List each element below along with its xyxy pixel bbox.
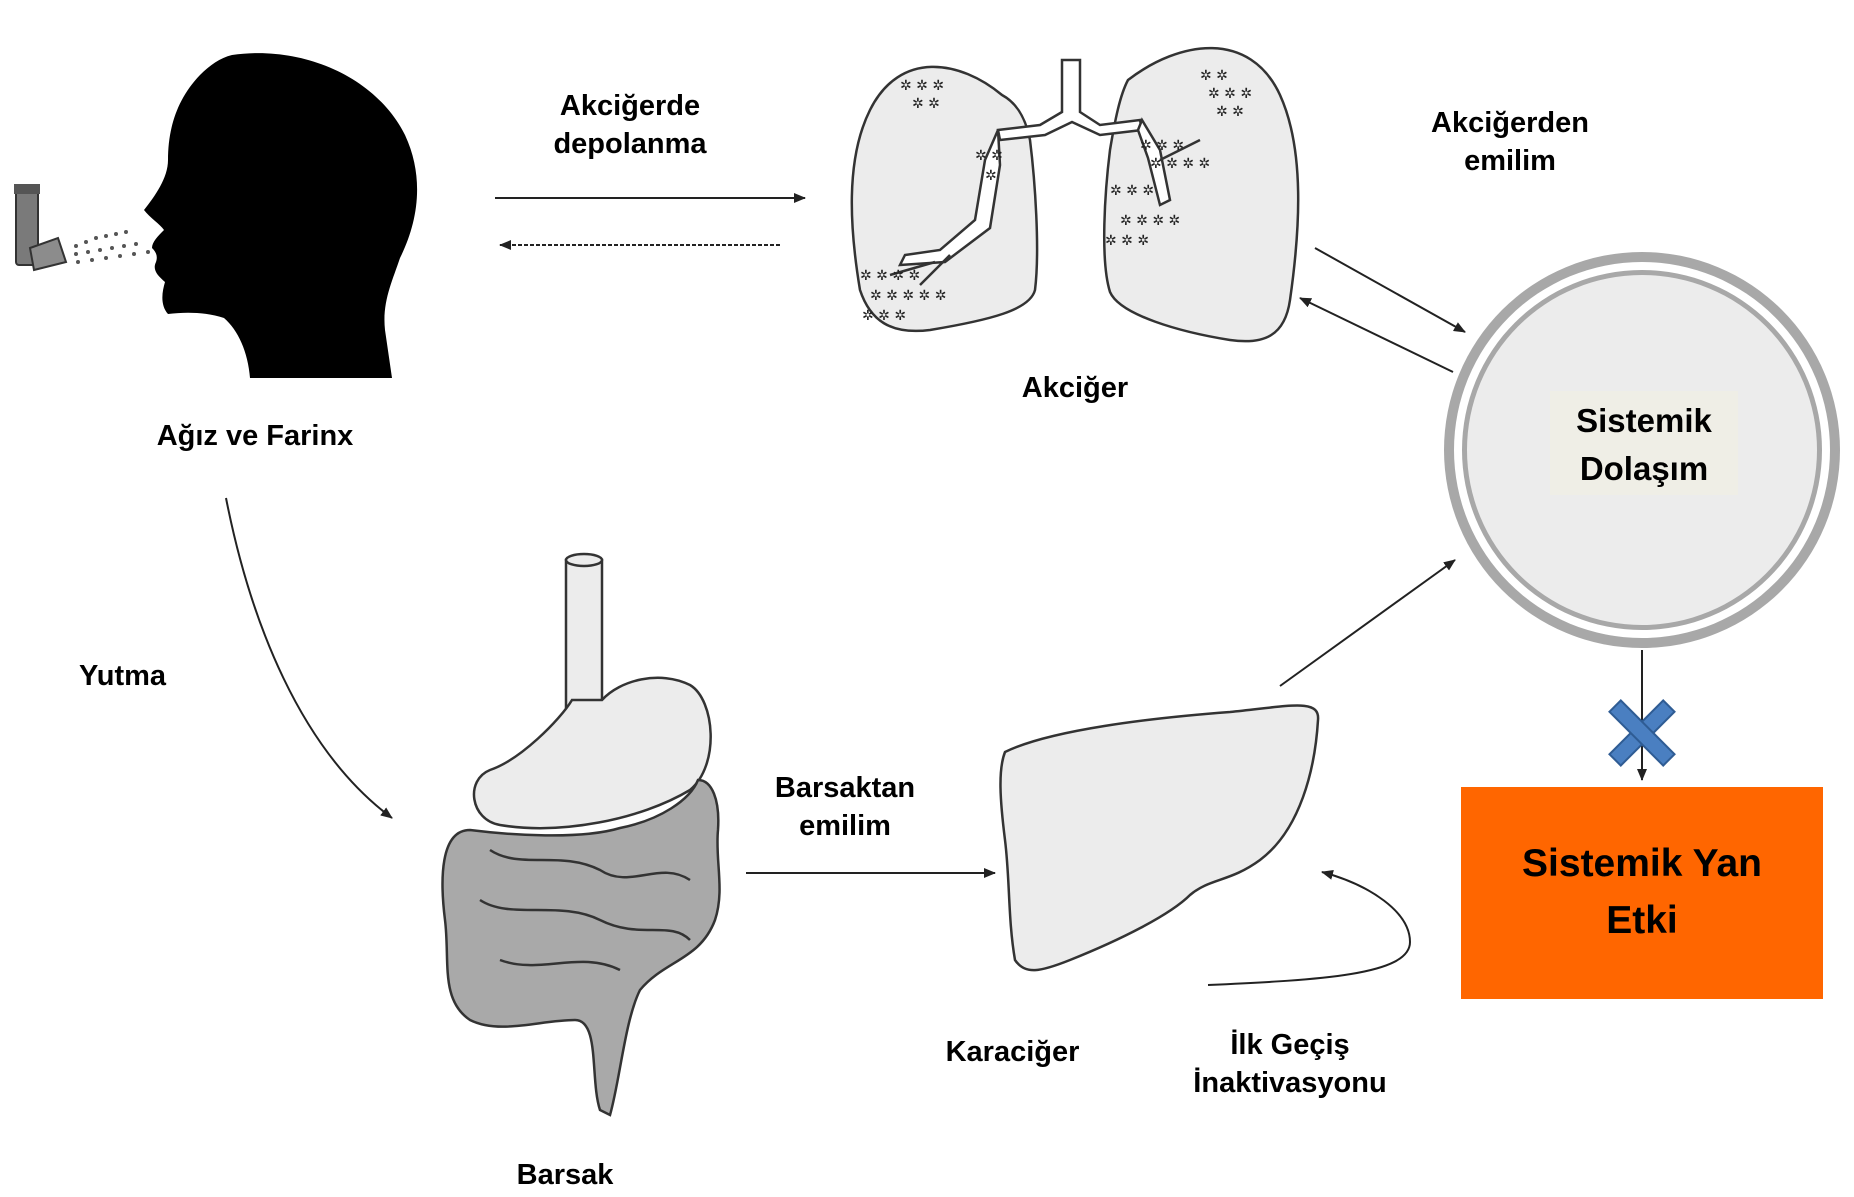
svg-text:✲ ✲ ✲: ✲ ✲ ✲ [862,308,906,324]
gut-absorption-label: Barsaktan emilim [740,770,950,845]
liver-icon [1000,706,1318,971]
mouth-pharynx-label: Ağız ve Farinx [120,418,390,456]
svg-text:✲ ✲ ✲ ✲: ✲ ✲ ✲ ✲ [1150,156,1210,172]
lung-deposition-label: Akciğerde depolanma [520,88,740,163]
arrow-first-pass-loop [1208,872,1410,985]
arrow-circulation-to-lung [1300,298,1453,372]
svg-text:✲ ✲ ✲ ✲: ✲ ✲ ✲ ✲ [860,268,920,284]
svg-text:✲ ✲ ✲: ✲ ✲ ✲ [1208,86,1252,102]
svg-text:✲ ✲ ✲: ✲ ✲ ✲ [1110,183,1154,199]
svg-text:✲ ✲ ✲: ✲ ✲ ✲ [1140,138,1184,154]
svg-text:✲ ✲: ✲ ✲ [1200,68,1228,84]
head-silhouette-icon [144,53,417,378]
svg-text:✲ ✲ ✲ ✲: ✲ ✲ ✲ ✲ [1120,213,1180,229]
svg-text:✲ ✲ ✲ ✲ ✲: ✲ ✲ ✲ ✲ ✲ [870,288,946,304]
svg-text:✲ ✲: ✲ ✲ [975,148,1003,164]
swallowing-label: Yutma [50,658,195,696]
arrow-swallowing [226,498,392,818]
first-pass-label: İlk Geçiş İnaktivasyonu [1170,1027,1410,1102]
gut-label: Barsak [490,1157,640,1195]
lung-absorption-label: Akciğerden emilim [1400,105,1620,180]
systemic-circulation-label: Sistemik Dolaşım [1550,391,1738,495]
svg-text:✲: ✲ [985,168,997,184]
spray-icon [74,230,150,264]
liver-label: Karaciğer [920,1034,1105,1072]
systemic-side-effect-box: Sistemik Yan Etki [1461,787,1823,999]
lung-label: Akciğer [1000,370,1150,408]
digestive-tract-icon [443,554,720,1115]
inhaler-icon [14,184,66,270]
arrow-liver-to-circulation [1280,560,1455,686]
arrow-lung-to-circulation [1315,248,1465,332]
svg-text:✲ ✲ ✲: ✲ ✲ ✲ [1105,233,1149,249]
svg-text:✲ ✲: ✲ ✲ [1216,104,1244,120]
svg-text:✲ ✲ ✲: ✲ ✲ ✲ [900,78,944,94]
svg-text:✲ ✲: ✲ ✲ [912,96,940,112]
